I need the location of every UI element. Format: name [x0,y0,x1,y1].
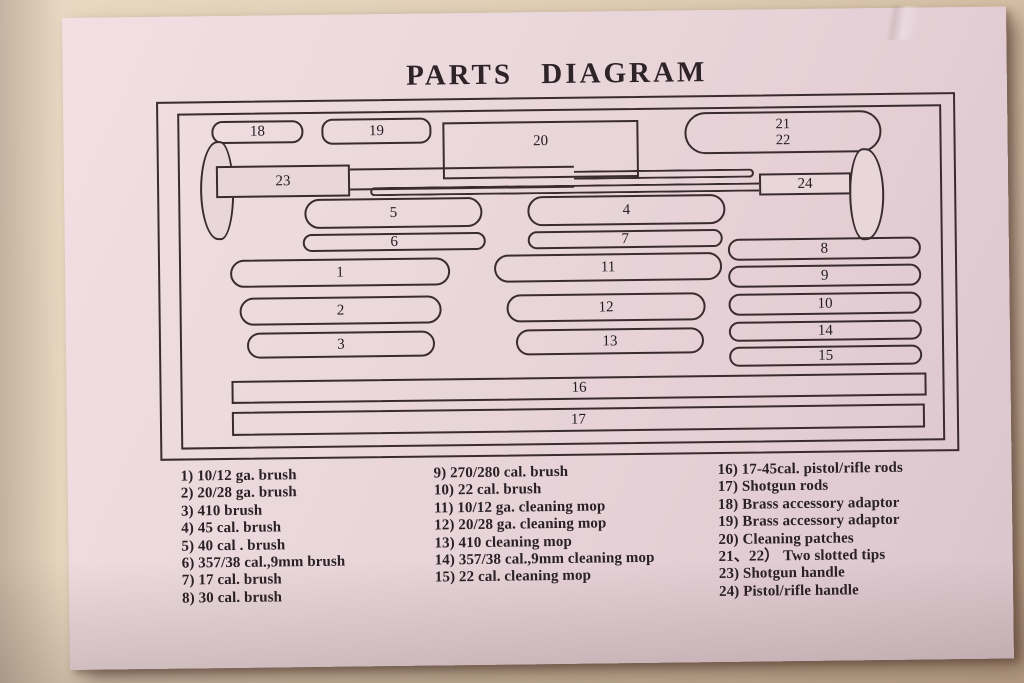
legend-column-2: 9) 270/280 cal. brush 10) 22 cal. brush … [433,463,654,588]
part-label-6: 6 [390,233,399,250]
legend-item: 15) 22 cal. cleaning mop [434,568,592,586]
part-label-16: 16 [571,379,587,396]
part-shape-21-22-slotted-tips: 21 22 [684,109,882,155]
part-label-10: 10 [817,295,833,312]
legend-item: 5) 40 cal . brush [181,536,286,555]
part-label-8: 8 [820,240,829,257]
legend-item: 3) 410 brush [180,502,263,520]
legend: 1) 10/12 ga. brush 2) 20/28 ga. brush 3)… [62,6,1006,607]
part-label-9: 9 [820,267,829,284]
part-label-14: 14 [817,322,833,339]
part-shape-11-cleaning-mop: 11 [493,251,723,283]
part-label-13: 13 [602,332,618,349]
part-shape-23-shotgun-handle: 23 [215,164,351,199]
legend-item: 18) Brass accessory adaptor [717,494,900,513]
part-label-4: 4 [622,201,631,218]
part-label-1: 1 [336,264,344,281]
legend-item: 7) 17 cal. brush [181,571,282,590]
part-label-20: 20 [532,133,549,150]
part-label-21: 21 [775,116,791,133]
part-shape-18-brass-adaptor: 18 [211,120,304,145]
paper-sheet: PARTS DIAGRAM 18 19 20 21 22 23 [62,5,1014,670]
part-shape-15-cleaning-mop: 15 [729,344,923,367]
legend-item: 4) 45 cal. brush [181,519,282,537]
legend-item: 6) 357/38 cal.,9mm brush [181,553,346,572]
legend-item: 19) Brass accessory adaptor [718,512,900,531]
legend-column-1: 1) 10/12 ga. brush 2) 20/28 ga. brush 3)… [181,467,346,608]
legend-item: 16) 17-45cal. pistol/rifle rods [717,459,903,479]
part-label-18: 18 [249,123,265,140]
legend-item: 21、22） Two slotted tips [718,547,886,566]
legend-item: 14) 357/38 cal.,9mm cleaning mop [434,549,655,569]
part-label-22: 22 [775,132,791,149]
part-label-5: 5 [389,204,398,221]
part-shape-10-brush: 10 [728,291,922,316]
part-label-7: 7 [621,230,630,247]
parts-diagram: 18 19 20 21 22 23 24 [62,6,1006,461]
part-label-15: 15 [818,347,834,364]
part-shape-13-cleaning-mop: 13 [515,327,705,356]
part-shape-12-cleaning-mop: 12 [506,292,706,323]
page-title: PARTS DIAGRAM [405,56,708,92]
legend-item: 1) 10/12 ga. brush [180,467,297,485]
part-label-12: 12 [598,298,614,315]
part-label-11: 11 [600,258,616,275]
part-shape-4-brush: 4 [527,193,726,227]
part-shape-7-brush: 7 [527,228,723,250]
part-label-24: 24 [797,175,813,192]
part-shape-9-brush: 9 [728,263,922,288]
part-shape-19-brass-adaptor: 19 [321,117,432,145]
legend-item: 8) 30 cal. brush [182,589,283,607]
part-label-23: 23 [275,172,291,189]
part-shape-8-brush: 8 [727,236,922,261]
part-shape-24-pistol-rifle-handle: 24 [758,172,852,196]
part-shape-1-brush: 1 [229,257,451,288]
legend-item: 17) Shotgun rods [717,478,829,496]
part-label-19: 19 [368,122,384,139]
part-shape-2-brush: 2 [239,295,442,326]
legend-item: 24) Pistol/rifle handle [718,582,859,600]
part-shape-14-cleaning-mop: 14 [728,319,922,342]
part-shape-3-brush: 3 [246,330,436,359]
part-label-3: 3 [337,336,345,353]
legend-column-3: 16) 17-45cal. pistol/rifle rods 17) Shot… [717,460,904,602]
paper-corner-crease [833,5,955,41]
part-shape-5-brush: 5 [304,196,483,230]
part-shape-6-brush: 6 [302,231,486,253]
legend-item: 2) 20/28 ga. brush [180,484,297,502]
legend-item: 23) Shotgun handle [718,564,845,583]
part-label-2: 2 [336,302,345,319]
part-label-17: 17 [570,411,587,428]
